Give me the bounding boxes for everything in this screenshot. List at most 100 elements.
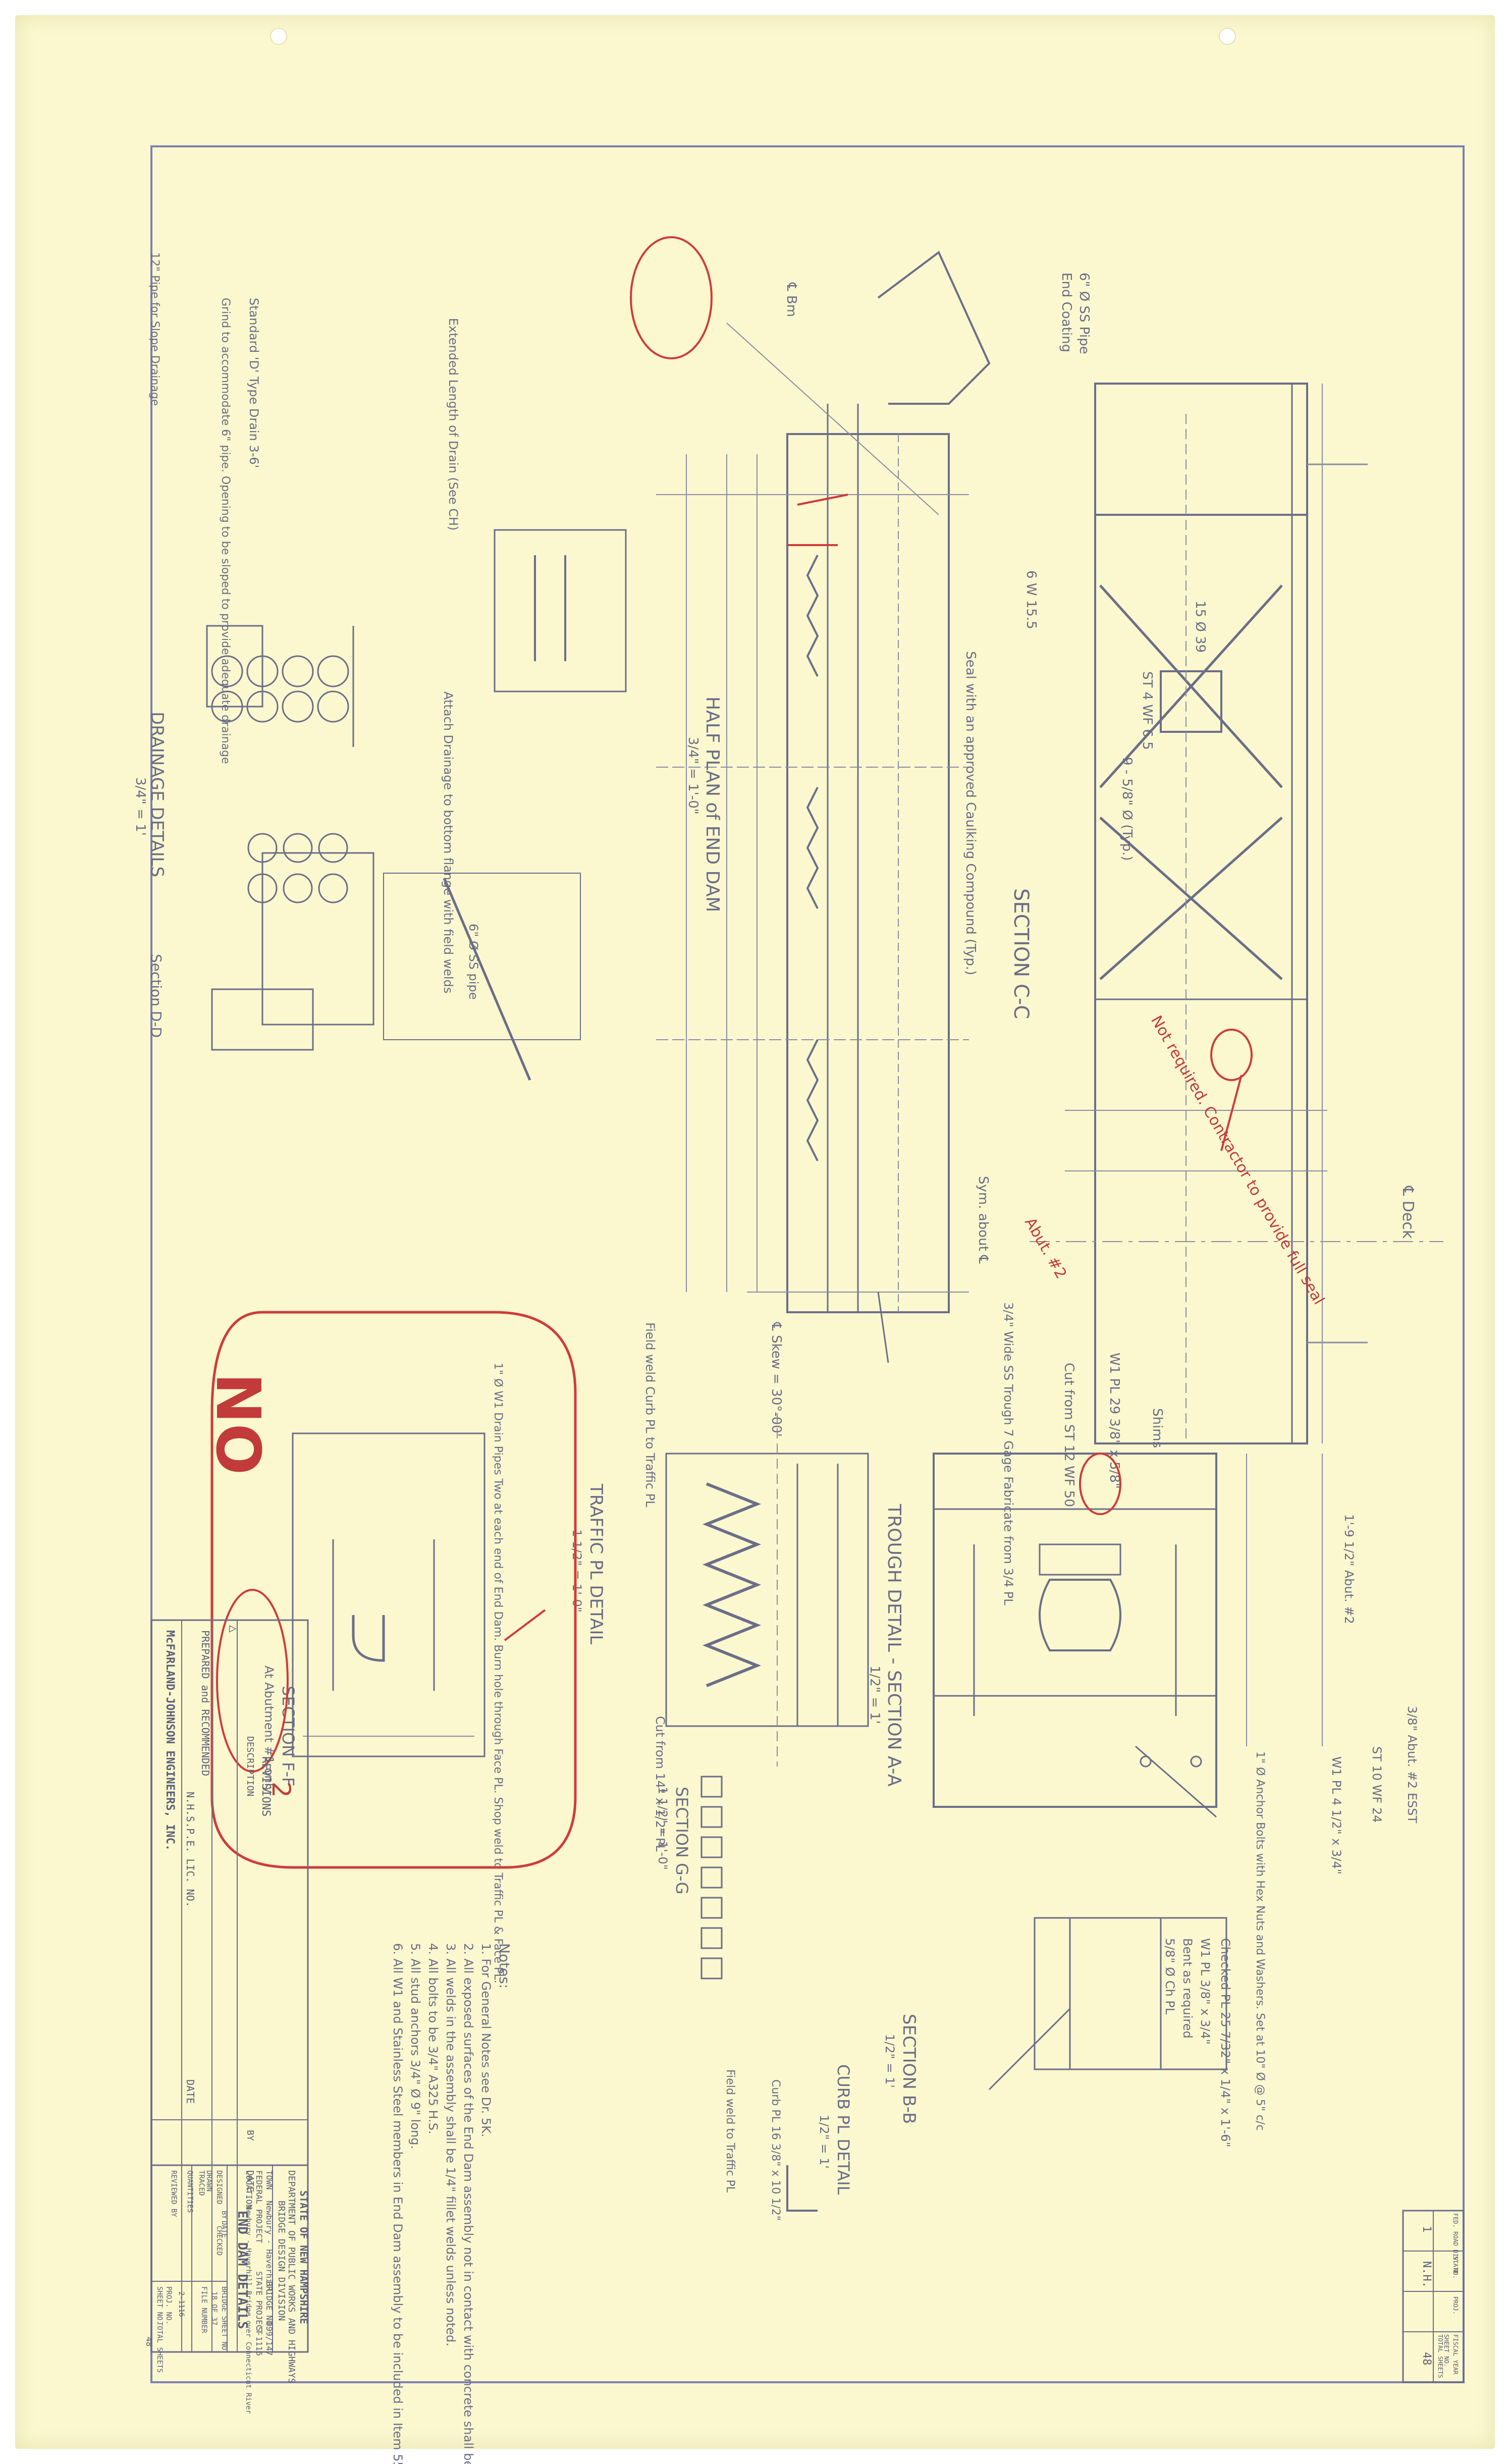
cb-div-no: 1 [1420, 2226, 1433, 2232]
tb-drawn: DRAWN [205, 2170, 213, 2191]
cb-proj-label: PROJ. [1452, 2296, 1459, 2315]
callout: 1" Ø W1 Drain Pipes Two at each end of E… [492, 1363, 504, 1984]
section-dd-label: Section D-D [148, 954, 165, 1038]
centerline-deck-label: ℄ Deck [1399, 1186, 1417, 1239]
prepared-date: DATE [184, 2079, 196, 2104]
sym-about-label: Sym. about ℄ [976, 1176, 991, 1264]
sheet-border [150, 145, 1465, 2383]
cb-sheet-no: SHEET NO. [1443, 2334, 1450, 2367]
drainage-view [206, 529, 627, 1081]
callout: 6 W 15.5 [1023, 570, 1039, 629]
tb-file-number: 2-1116 [177, 2291, 185, 2317]
revisions-description: DESCRIPTION [245, 1736, 255, 1796]
section-gg-view [700, 1776, 723, 1979]
callout: Seal with an approved Caulking Compound … [963, 651, 978, 975]
callout: Bent as required [1180, 1938, 1195, 2039]
callout: 5/8" Ø Ch PL [1163, 1938, 1177, 2015]
callout: Standard 'D' Type Drain 3-6' [247, 298, 261, 468]
callout: 6" Ø SS Pipe [1076, 273, 1092, 354]
drainage-title: DRAINAGE DETAILS [147, 712, 167, 877]
curb-scale: 1/2" = 1' [817, 2115, 831, 2169]
tb-town-label: TOWN [264, 2170, 274, 2190]
callout: 3/8" Abut. #2 ESST [1405, 1706, 1419, 1823]
half-plan-view [656, 250, 991, 1363]
cb-state-label: STATE [1452, 2256, 1459, 2274]
tb-bridge-sheet: 18 OF 37 [210, 2291, 218, 2325]
note-item: 4. All bolts to be 3/4" A325 H.S. [426, 1943, 440, 2134]
trough-detail-view [933, 1453, 1323, 1818]
callout: 1" Ø Anchor Bolts with Hex Nuts and Wash… [1254, 1751, 1266, 2131]
drawing-sheet [15, 15, 1495, 2449]
callout: ST 4 WF 6.5 [1140, 671, 1155, 750]
cb-fed-road: FED. ROAD DIV. NO. [1452, 2213, 1459, 2279]
callout: ℄ Bm [784, 282, 799, 317]
tb-department: DEPARTMENT OF PUBLIC WORKS AND HIGHWAYS [286, 2170, 297, 2384]
callout: Curb PL 16 3/8" x 10 1/2" [769, 2079, 782, 2221]
section-ff-title: SECTION F-F [279, 1686, 298, 1787]
callout: Field weld Curb PL to Traffic PL [643, 1322, 657, 1508]
callout: 12" Pipe for Slope Drainage [148, 252, 161, 406]
callout: Cut from 14" x 1/2" PL [653, 1716, 667, 1852]
section-gg-title: SECTION G-G [672, 1787, 691, 1894]
tb-reviewed: REVIEWED BY [170, 2170, 178, 2217]
tb-drawing-title: END DAM DETAILS [235, 2211, 250, 2329]
tb-checked: CHECKED [215, 2226, 223, 2256]
section-gg-scale: 1 1/2" = 1'-0" [656, 1787, 670, 1870]
firm-name: McFARLAND-JOHNSON ENGINEERS, INC. [164, 1630, 176, 1851]
traffic-plate-view [665, 1413, 869, 1766]
section-bb-title: SECTION B-B [899, 2014, 919, 2124]
tb-bridge-no-label: BRIDGE NO. [264, 2281, 274, 2330]
redline-ff-note: 2 [266, 1782, 296, 1798]
title-block [150, 2164, 309, 2353]
callout: Grind to accommodate 6" pipe. Opening to… [219, 298, 232, 764]
callout: Shims [1150, 1408, 1165, 1448]
half-plan-scale: 3/4" = 1'-0" [685, 737, 700, 815]
tb-total-sheets: 48 [144, 2337, 154, 2346]
callout: Extended Length of Drain (See CH) [446, 318, 460, 530]
cb-fiscal-year: FISCAL YEAR [1452, 2334, 1459, 2375]
revisions-by: BY [245, 2130, 255, 2141]
tb-traced: TRACED [197, 2170, 205, 2196]
traffic-title: TRAFFIC PL DETAIL [586, 1483, 606, 1644]
tb-proj-no-label: PROJ. NO. [165, 2286, 173, 2325]
redline-no-mark: NO [202, 1373, 273, 1475]
callout: ℄ Skew = 30°-00' [769, 1322, 784, 1437]
callout: 3/4" Wide SS Trough 7 Gage Fabricate fro… [1001, 1302, 1015, 1605]
redline-tr-note: Abut. #2 [1021, 1215, 1070, 1282]
redline-markup [210, 236, 1253, 1869]
notes-heading: Notes: [496, 1943, 513, 1989]
traffic-scale: 1 1/2" = 1'-0" [570, 1529, 584, 1613]
callout: W1 PL 4 1/2" x 3/4" [1329, 1756, 1343, 1874]
tb-division: BRIDGE DESIGN DIVISION [276, 2201, 287, 2321]
tb-state: STATE OF NEW HAMPSHIRE [298, 2190, 310, 2324]
drainage-scale: 3/4" = 1' [133, 777, 148, 836]
tb-location: Newbury - Haverhill Bridge over Connecti… [244, 2206, 252, 2414]
trough-title: TROUGH DETAIL - SECTION A-A [884, 1504, 904, 1787]
corner-block [1402, 2210, 1465, 2383]
callout: Checked PL 25 7/32" x 1/4" x 1'-6" [1218, 1938, 1232, 2148]
tb-date: DATE [220, 2221, 228, 2238]
callout: 1'-9 1/2" Abut. #2 [1342, 1514, 1356, 1624]
section-cc-title: SECTION C-C [1009, 888, 1033, 1019]
prepared-license: N.H.S.P.E. LIC. NO. [184, 1792, 196, 1907]
tb-federal-project: FEDERAL PROJECT [254, 2170, 264, 2243]
note-item: 1. For General Notes see Dr. 5K. [479, 1943, 493, 2137]
note-item: 3. All welds in the assembly shall be 1/… [444, 1943, 458, 2346]
callout: W1 PL 29 3/8" x 5/8" [1107, 1353, 1122, 1489]
tb-bridge-sheet-label: BRIDGE SHEET NO. [220, 2286, 228, 2354]
trough-scale: 1/2" = 1' [867, 1666, 882, 1724]
note-item: 5. All stud anchors 3/4" Ø 9" long. [408, 1943, 422, 2149]
tb-state-project-label: STATE PROJECT [254, 2271, 264, 2335]
tb-location-label: LOCATION [244, 2170, 254, 2209]
tb-sheet-no-label: SHEET NO. [155, 2286, 164, 2325]
tb-quantities: QUANTITIES [186, 2170, 194, 2213]
half-plan-title: HALF PLAN of END DAM [702, 697, 723, 912]
callout: Field weld to Traffic PL [724, 2069, 736, 2193]
curb-title: CURB PL DETAIL [834, 2064, 853, 2195]
punch-hole [270, 28, 287, 45]
revisions-delta: △ [227, 1625, 241, 1633]
cb-total-sheets: TOTAL SHEETS [1437, 2334, 1444, 2378]
callout: 9 - 5/8" Ø (Typ.) [1119, 757, 1135, 861]
revisions-title: REVISIONS [259, 1756, 272, 1816]
